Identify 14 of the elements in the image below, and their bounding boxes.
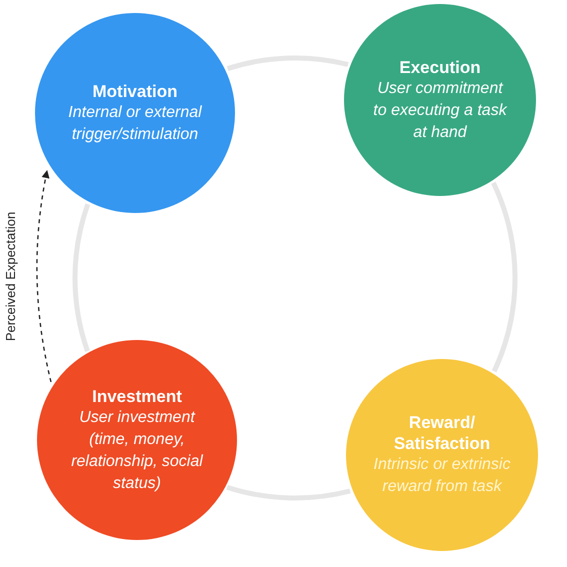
dashed-arrow	[36, 170, 52, 382]
node-description: User commitment to executing a task at hand	[372, 78, 508, 142]
node-title: Investment	[92, 386, 182, 406]
edge-label: Perceived Expectation	[2, 212, 18, 342]
ring-segment	[226, 484, 351, 500]
node-description: Internal or external trigger/stimulation	[67, 102, 203, 144]
ring-segment	[491, 182, 518, 372]
ring-segment	[226, 56, 349, 72]
ring-segment	[72, 204, 90, 352]
node-title: Reward/ Satisfaction	[392, 412, 492, 454]
node-description: Intrinsic or extrinsic reward from task	[372, 455, 512, 497]
node-title: Execution	[399, 56, 481, 78]
node-title: Motivation	[92, 80, 178, 102]
node-description: User investment (time, money, relationship, social status)	[70, 408, 204, 494]
